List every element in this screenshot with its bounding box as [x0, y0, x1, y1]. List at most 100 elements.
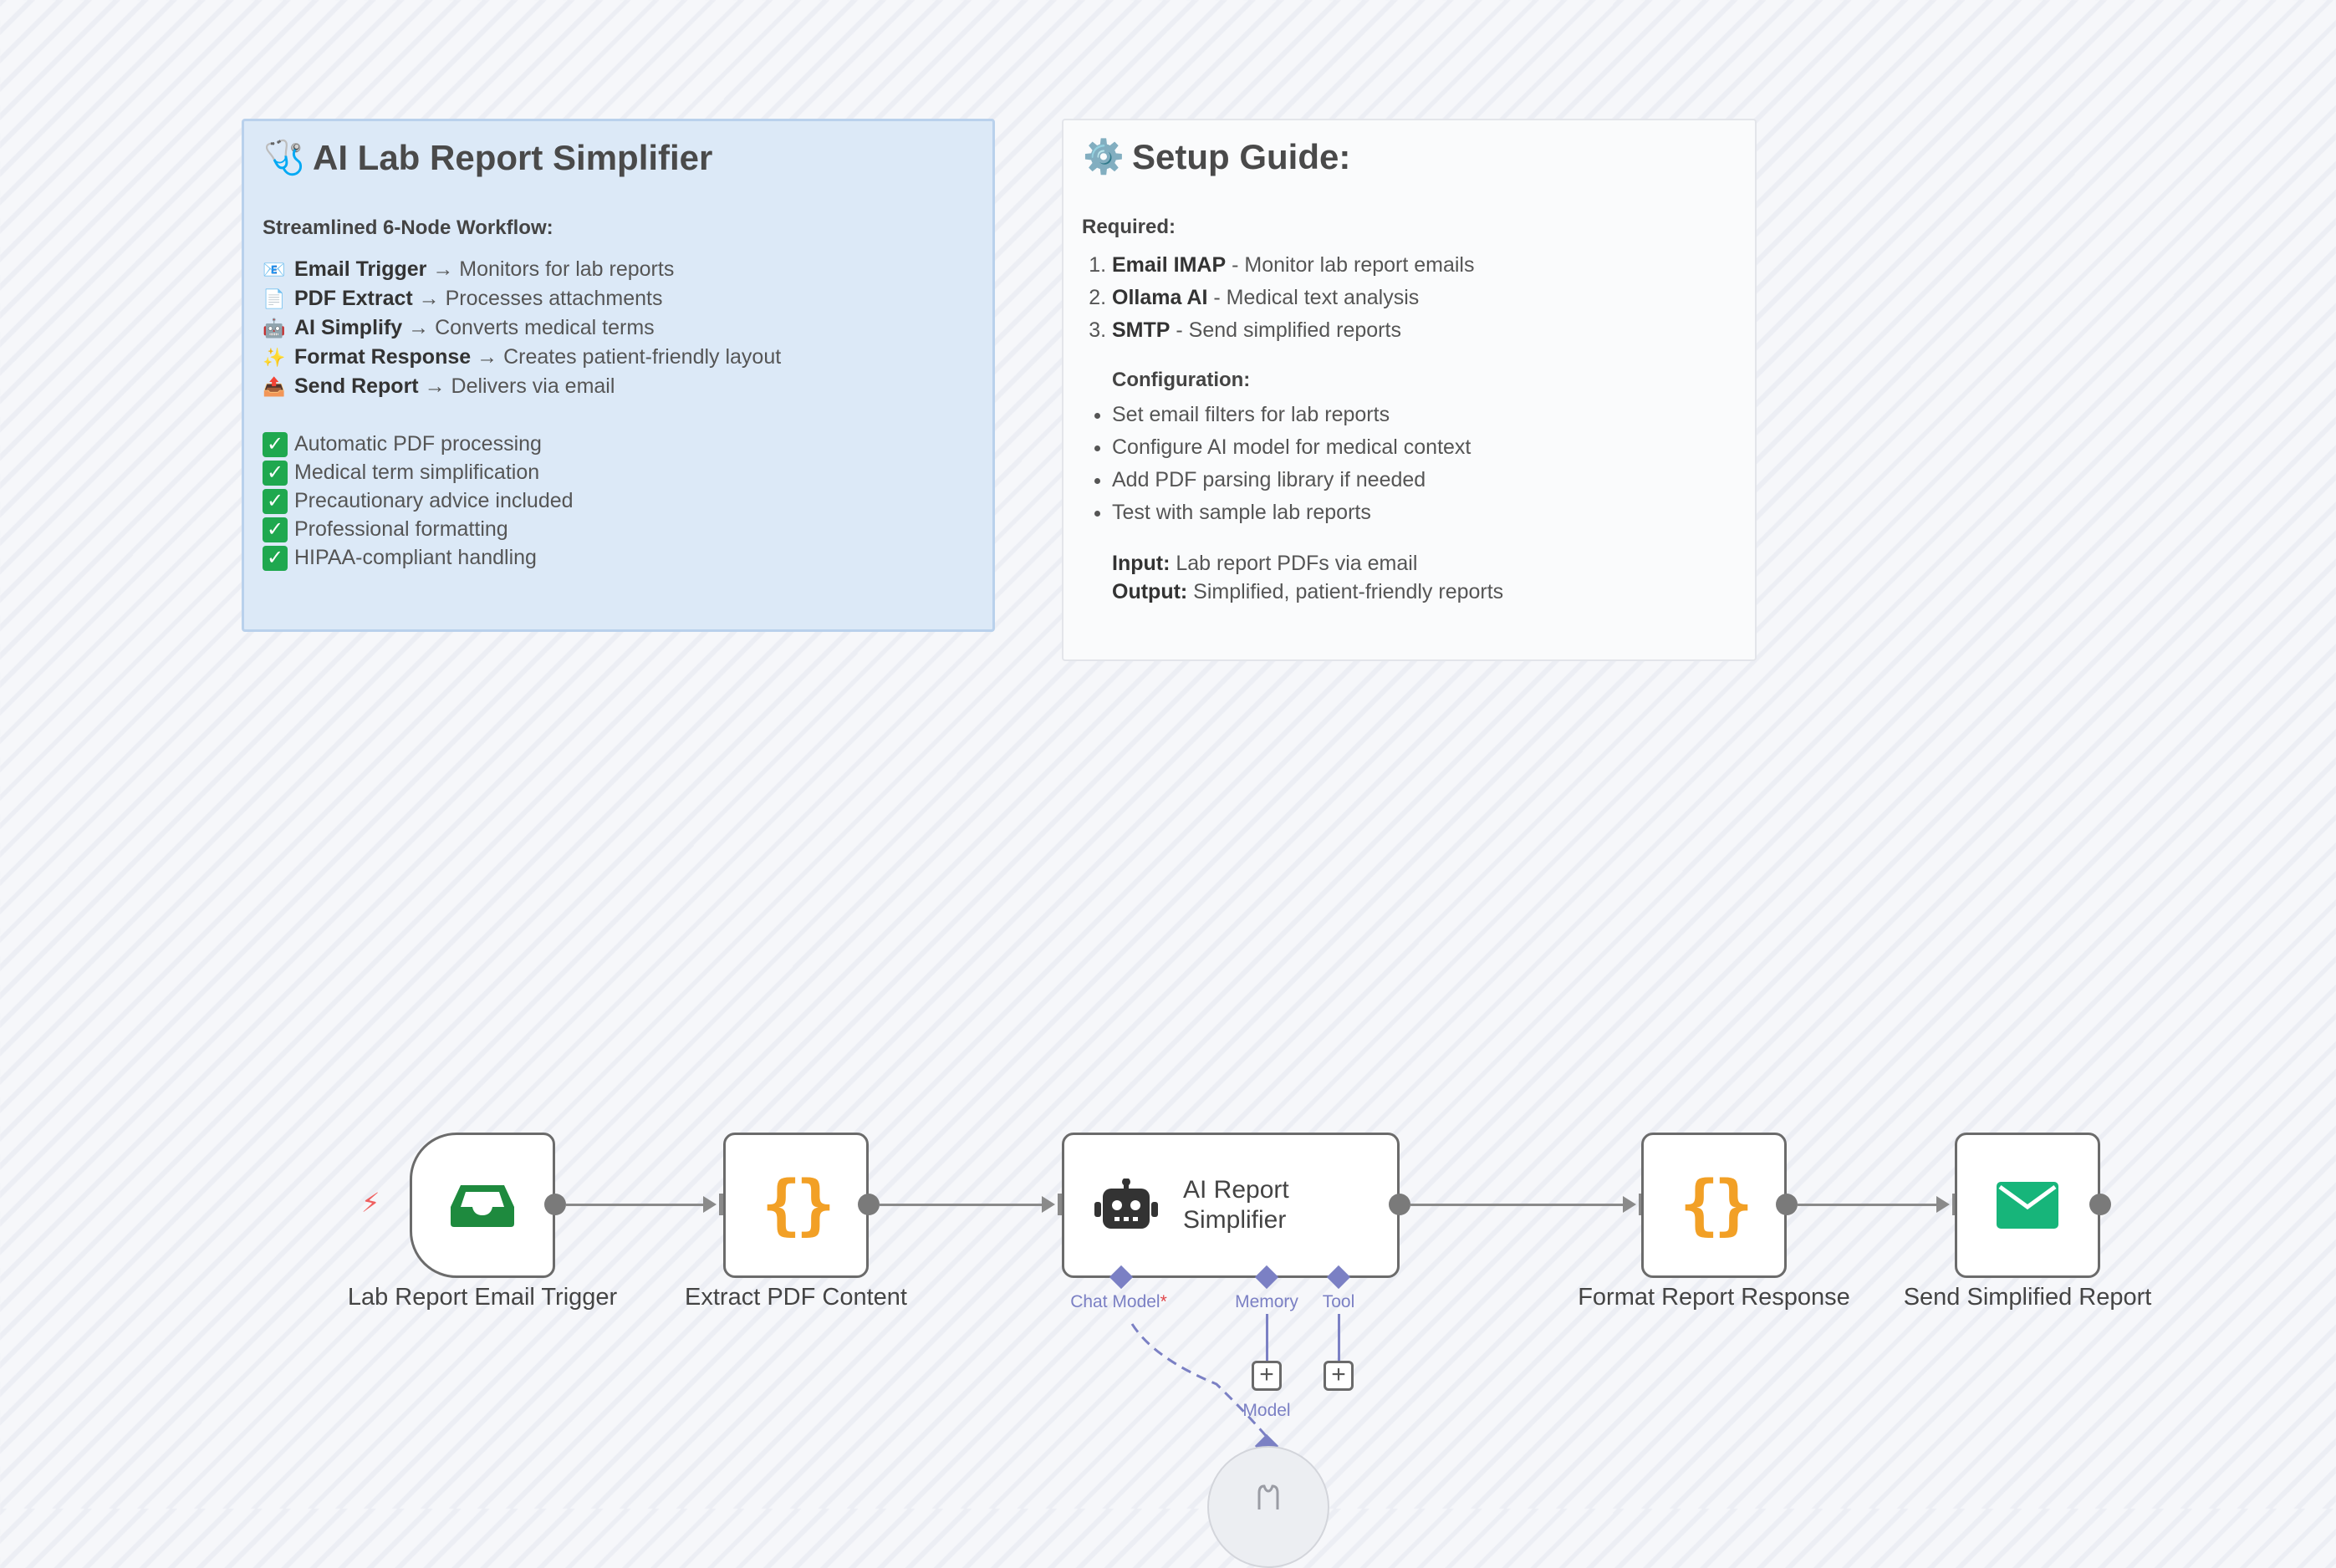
add-memory-button[interactable]: + — [1252, 1361, 1282, 1391]
required-label: Required: — [1082, 216, 1176, 238]
required-list: Email IMAP - Monitor lab report emails O… — [1082, 249, 1737, 347]
output-handle[interactable] — [1389, 1194, 1410, 1215]
code-braces-icon: {} — [762, 1168, 835, 1243]
output-handle[interactable] — [858, 1194, 880, 1215]
email-icon: 📧 — [263, 259, 286, 280]
step-name: AI Simplify — [294, 316, 403, 339]
setup-title-text: Setup Guide: — [1132, 137, 1351, 176]
configuration-list: Set email filters for lab reports Config… — [1082, 399, 1737, 529]
arrow-head-icon — [1936, 1196, 1950, 1213]
config-item: Add PDF parsing library if needed — [1112, 464, 1737, 496]
chat-model-label: Chat Model* — [1070, 1292, 1167, 1312]
connection-line[interactable] — [1410, 1204, 1628, 1206]
setup-title: ⚙️ Setup Guide: — [1082, 132, 1737, 182]
document-icon: 📄 — [263, 288, 286, 309]
agent-label-line: Simplifier — [1183, 1206, 1287, 1234]
node-extract-pdf[interactable]: {} — [723, 1133, 869, 1278]
required-mark: * — [1160, 1292, 1167, 1311]
configuration-label: Configuration: — [1112, 369, 1251, 391]
check-icon: ✓ — [263, 432, 288, 458]
config-item: Set email filters for lab reports — [1112, 399, 1737, 431]
feature-item: ✓Precautionary advice included — [263, 486, 974, 515]
robot-icon — [1094, 1179, 1158, 1229]
output-value: Simplified, patient-friendly reports — [1187, 580, 1504, 603]
inbox-icon — [451, 1185, 514, 1227]
robot-icon: 🤖 — [263, 318, 286, 339]
step-pdf-extract: 📄PDF Extract → Processes attachments — [263, 284, 974, 313]
overview-title: 🩺 AI Lab Report Simplifier — [263, 133, 974, 183]
input-handle[interactable] — [1058, 1194, 1063, 1215]
node-label: Extract PDF Content — [685, 1284, 907, 1311]
llama-icon — [1257, 1484, 1279, 1509]
output-handle[interactable] — [544, 1194, 566, 1215]
feature-item: ✓Automatic PDF processing — [263, 430, 974, 458]
chat-model-connection[interactable] — [1120, 1312, 1288, 1446]
step-name: PDF Extract — [294, 287, 413, 310]
gear-icon: ⚙️ — [1083, 139, 1125, 176]
outbox-icon: 📤 — [263, 376, 286, 397]
code-braces-icon: {} — [1680, 1168, 1753, 1243]
step-name: Send Report — [294, 374, 419, 398]
config-item: Configure AI model for medical context — [1112, 431, 1737, 464]
node-email-trigger[interactable] — [410, 1133, 555, 1278]
step-desc: → Delivers via email — [424, 374, 615, 398]
output-handle[interactable] — [1776, 1194, 1798, 1215]
node-ai-report-simplifier[interactable]: AI Report Simplifier — [1062, 1133, 1400, 1278]
overview-title-text: AI Lab Report Simplifier — [313, 138, 713, 177]
required-desc: - Monitor lab report emails — [1226, 253, 1475, 277]
add-tool-button[interactable]: + — [1324, 1361, 1354, 1391]
step-send-report: 📤 Send Report → Delivers via email — [263, 372, 974, 401]
step-desc: → Converts medical terms — [408, 316, 655, 339]
feature-item: ✓HIPAA-compliant handling — [263, 543, 974, 572]
required-name: SMTP — [1112, 318, 1171, 342]
arrow-head-icon — [1623, 1196, 1636, 1213]
step-desc: → Monitors for lab reports — [432, 257, 675, 281]
input-handle[interactable] — [719, 1194, 724, 1215]
node-send-email[interactable] — [1955, 1133, 2100, 1278]
node-label: Lab Report Email Trigger — [347, 1284, 618, 1311]
required-desc: - Medical text analysis — [1207, 286, 1420, 309]
chat-model-text: Chat Model — [1070, 1292, 1160, 1311]
node-label: Send Simplified Report — [1903, 1284, 2152, 1311]
required-name: Email IMAP — [1112, 253, 1227, 277]
connection-line[interactable] — [1798, 1204, 1941, 1206]
check-icon: ✓ — [263, 546, 288, 572]
overview-subtitle: Streamlined 6-Node Workflow: — [263, 216, 553, 239]
output-label: Output: — [1112, 580, 1188, 603]
stethoscope-icon: 🩺 — [263, 140, 305, 176]
connection-line[interactable] — [880, 1204, 1047, 1206]
input-label: Input: — [1112, 552, 1171, 575]
config-item: Test with sample lab reports — [1112, 496, 1737, 529]
required-desc: - Send simplified reports — [1170, 318, 1401, 342]
sticky-note-overview[interactable]: 🩺 AI Lab Report Simplifier Streamlined 6… — [242, 119, 995, 632]
check-icon: ✓ — [263, 517, 288, 543]
step-ai-simplify: 🤖 AI Simplify → Converts medical terms — [263, 313, 974, 343]
feature-item: ✓Medical term simplification — [263, 458, 974, 486]
feature-text: Professional formatting — [294, 517, 508, 541]
arrow-head-icon — [703, 1196, 717, 1213]
check-icon: ✓ — [263, 461, 288, 486]
step-desc: → Creates patient-friendly layout — [477, 345, 782, 369]
memory-line — [1266, 1314, 1268, 1376]
sticky-note-setup-guide[interactable]: ⚙️ Setup Guide: Required: Email IMAP - M… — [1062, 119, 1757, 661]
check-icon: ✓ — [263, 489, 288, 515]
node-format-report[interactable]: {} — [1641, 1133, 1787, 1278]
node-ollama-chat-model[interactable] — [1207, 1446, 1329, 1568]
step-email-trigger: 📧 Email Trigger → Monitors for lab report… — [263, 255, 974, 284]
output-line: Output: Simplified, patient-friendly rep… — [1112, 578, 1737, 606]
agent-label-line: AI Report — [1183, 1176, 1289, 1204]
connection-line[interactable] — [566, 1204, 708, 1206]
feature-text: Automatic PDF processing — [294, 432, 542, 456]
output-handle[interactable] — [2089, 1194, 2111, 1215]
tool-label: Tool — [1322, 1292, 1355, 1311]
required-name: Ollama AI — [1112, 286, 1208, 309]
model-label: Model — [1242, 1401, 1291, 1420]
tool-line — [1338, 1314, 1340, 1376]
arrow-head-icon — [1042, 1196, 1055, 1213]
trigger-bolt-icon: ⚡ — [361, 1188, 380, 1218]
envelope-icon — [1997, 1182, 2058, 1229]
required-item: SMTP - Send simplified reports — [1112, 314, 1737, 347]
required-item: Email IMAP - Monitor lab report emails — [1112, 249, 1737, 282]
step-name: Email Trigger — [294, 257, 427, 281]
node-label: Format Report Response — [1578, 1284, 1850, 1311]
